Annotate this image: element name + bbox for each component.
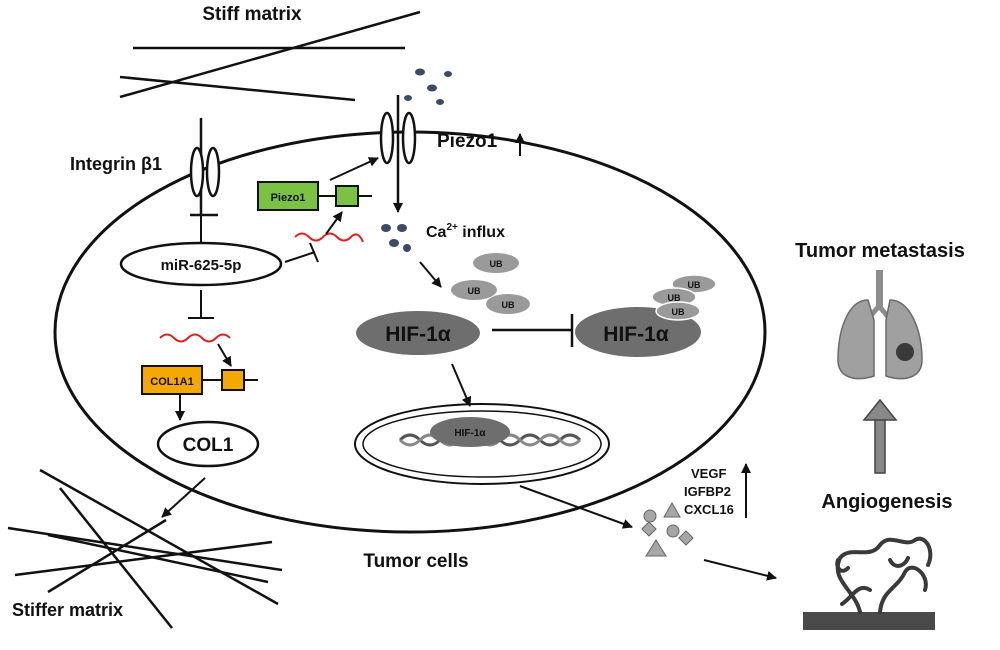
secreted-factors — [641, 501, 694, 557]
col1-node — [156, 420, 260, 468]
col1a1-label: COL1A1 — [150, 376, 193, 388]
stiff-matrix-label: Stiff matrix — [202, 4, 302, 25]
col1-to-stiffer-matrix-arrow — [161, 477, 206, 518]
ca-influx-label: Ca2+ influx — [426, 222, 505, 241]
nucleus — [354, 403, 610, 485]
lungs-icon — [837, 270, 923, 380]
vegf-label: VEGF — [691, 466, 726, 481]
col1a1-gene-exon — [221, 369, 245, 391]
stiff-matrix-fibers — [119, 10, 421, 102]
svg-text:UB: UB — [490, 259, 503, 269]
mir-label: miR-625-5p — [161, 257, 242, 274]
piezo1-translation-arrow — [325, 211, 343, 235]
hif-1a-node — [356, 311, 480, 355]
bound-ubiquitin: UB UB UB — [651, 274, 717, 321]
mir-625-5p-node — [119, 241, 283, 287]
stiffer-matrix-label: Stiffer matrix — [12, 600, 123, 620]
igfbp2-label: IGFBP2 — [684, 484, 731, 499]
tumor-metastasis-label: Tumor metastasis — [795, 240, 965, 262]
integrin-receptor — [189, 118, 221, 217]
piezo1-label: Piezo1 — [437, 131, 498, 152]
svg-text:UB: UB — [672, 307, 685, 317]
piezo1-gene-box — [257, 181, 319, 211]
col1a1-mrna — [159, 333, 231, 343]
col1-label: COL1 — [183, 435, 234, 456]
progression-up-arrow — [862, 398, 898, 474]
mir-inhibits-piezo1 — [284, 251, 316, 263]
svg-text:UB: UB — [468, 286, 481, 296]
piezo1-gene-label: Piezo1 — [271, 192, 306, 204]
hif-right-label: HIF-1α — [603, 323, 669, 346]
nuclear-hif-1a-node — [430, 417, 510, 447]
hif-nucleus-label: HIF-1α — [454, 428, 486, 439]
piezo1-gene-exon — [335, 185, 359, 207]
stiffer-matrix-fibers — [7, 468, 283, 629]
blood-vessel-icon — [803, 536, 935, 630]
metastasis-nodule-icon — [896, 343, 914, 361]
cxcl16-label: CXCL16 — [684, 502, 734, 517]
intracellular-ca-ions — [381, 224, 411, 252]
svg-text:UB: UB — [688, 280, 701, 290]
piezo1-channel — [379, 95, 417, 205]
hif-left-label: HIF-1α — [385, 323, 451, 346]
tumor-cells-label: Tumor cells — [363, 551, 468, 572]
angiogenesis-label: Angiogenesis — [821, 491, 952, 513]
piezo1-mrna — [294, 232, 364, 243]
piezo1-expression-arrow — [329, 157, 379, 181]
svg-text:UB: UB — [668, 293, 681, 303]
free-ubiquitin: UB UB UB — [451, 253, 530, 314]
integrin-label: Integrin β1 — [70, 154, 162, 174]
svg-text:UB: UB — [502, 300, 515, 310]
extracellular-ca-ions — [404, 68, 452, 105]
